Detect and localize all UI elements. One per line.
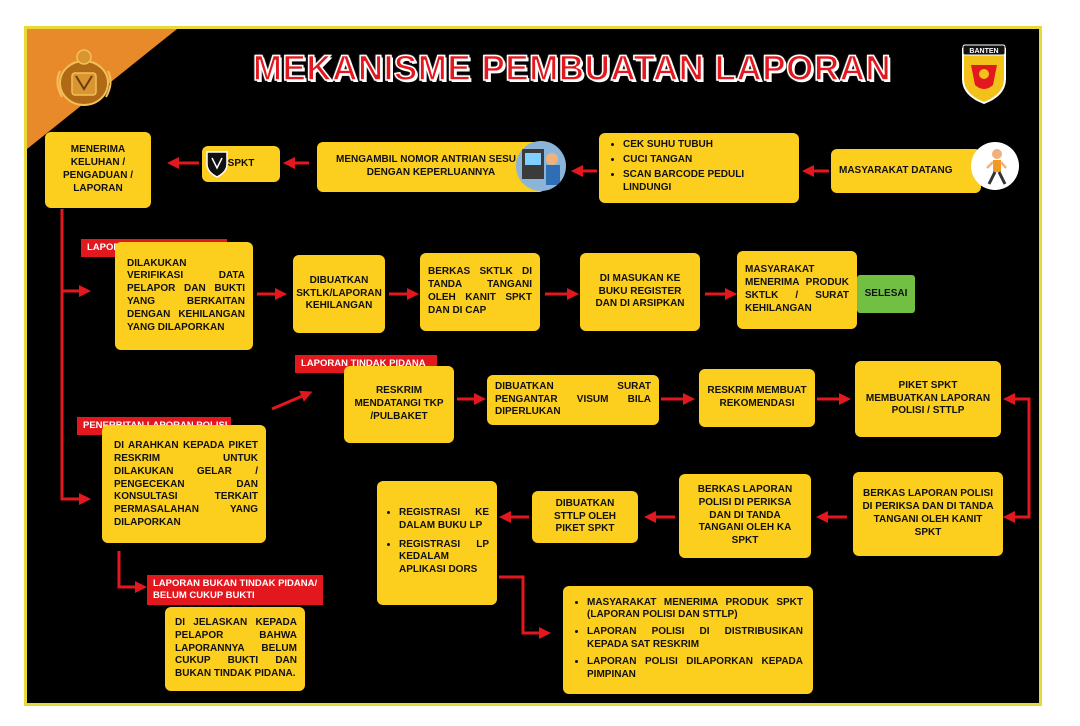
polda-banten-badge-icon: BANTEN (962, 44, 1006, 105)
box-berkas-ka-spkt: BERKAS LAPORAN POLISI DI PERIKSA DAN DI … (679, 474, 811, 558)
box-bukan-pidana: DI JELASKAN KEPADA PELAPOR BAHWA LAPORAN… (165, 607, 305, 691)
reskrim-tkp-text: RESKRIM MENDATANGI TKP /PULBAKET (354, 385, 444, 422)
protokol-item: CEK SUHU TUBUH (623, 139, 791, 152)
spkt-shield-icon (206, 151, 228, 178)
box-masyarakat-datang: MASYARAKAT DATANG (831, 149, 981, 193)
box-berkas-kanit: BERKAS LAPORAN POLISI DI PERIKSA DAN DI … (853, 472, 1003, 556)
box-menerima-keluhan: MENERIMA KELUHAN / PENGADUAN / LAPORAN (45, 132, 151, 208)
menerima-sktlk-text: MASYARAKAT MENERIMA PRODUK SKTLK / SURAT… (745, 264, 849, 314)
police-emblem-icon (56, 49, 112, 106)
box-registrasi: REGISTRASI KE DALAM BUKU LP REGISTRASI L… (377, 481, 497, 605)
walking-person-icon (971, 142, 1019, 190)
verifikasi-text: DILAKUKAN VERIFIKASI DATA PELAPOR DAN BU… (127, 257, 245, 333)
box-menerima-sktlk: MASYARAKAT MENERIMA PRODUK SKTLK / SURAT… (737, 251, 857, 329)
dibuatkan-sktlk-text: DIBUATKAN SKTLK/LAPORAN KEHILANGAN (296, 274, 382, 312)
label-bukan-tindak-pidana: LAPORAN BUKAN TINDAK PIDANA/ BELUM CUKUP… (147, 575, 323, 605)
berkas-ka-spkt-text: BERKAS LAPORAN POLISI DI PERIKSA DAN DI … (697, 484, 793, 547)
rekomendasi-text: RESKRIM MEMBUAT REKOMENDASI (707, 385, 807, 409)
box-rekomendasi: RESKRIM MEMBUAT REKOMENDASI (699, 369, 815, 427)
produk-list: MASYARAKAT MENERIMA PRODUK SPKT (LAPORAN… (575, 597, 803, 684)
box-selesai: SELESAI (857, 275, 915, 313)
box-berkas-sktlk: BERKAS SKTLK DI TANDA TANGANI OLEH KANIT… (420, 253, 540, 331)
menerima-keluhan-text: MENERIMA KELUHAN / PENGADUAN / LAPORAN (62, 144, 133, 194)
penerbitan-text: DI ARAHKAN KEPADA PIKET RESKRIM UNTUK DI… (114, 440, 258, 528)
sttlp-text: DIBUATKAN STTLP OLEH PIKET SPKT (553, 497, 617, 535)
box-sttlp: DIBUATKAN STTLP OLEH PIKET SPKT (532, 491, 638, 543)
buku-register-text: DI MASUKAN KE BUKU REGISTER DAN DI ARSIP… (595, 272, 685, 310)
registrasi-list: REGISTRASI KE DALAM BUKU LP REGISTRASI L… (387, 507, 489, 579)
label-bukan-pidana-line-2: BELUM CUKUP BUKTI (153, 589, 255, 601)
box-penerbitan: DI ARAHKAN KEPADA PIKET RESKRIM UNTUK DI… (102, 425, 266, 543)
protokol-list: CEK SUHU TUBUH CUCI TANGAN SCAN BARCODE … (611, 139, 791, 196)
box-nomor-antrian: MENGAMBIL NOMOR ANTRIAN SESUAI DENGAN KE… (317, 142, 545, 192)
produk-item: LAPORAN POLISI DILAPORKAN KEPADA PIMPINA… (587, 656, 803, 682)
arrow-penerbitan-to-bukan-pidana (117, 551, 147, 593)
page-title: MEKANISME PEMBUATAN LAPORAN (252, 48, 892, 89)
box-reskrim-tkp: RESKRIM MENDATANGI TKP /PULBAKET (344, 366, 454, 443)
diagram-board: MEKANISME PEMBUATAN LAPORAN BANTEN (24, 26, 1042, 706)
box-produk-spkt: MASYARAKAT MENERIMA PRODUK SPKT (LAPORAN… (563, 586, 813, 694)
piket-lp-text: PIKET SPKT MEMBUATKAN LAPORAN POLISI / S… (865, 379, 991, 417)
badge-label: BANTEN (969, 48, 998, 55)
protokol-item: CUCI TANGAN (623, 154, 791, 167)
box-protokol-kesehatan: CEK SUHU TUBUH CUCI TANGAN SCAN BARCODE … (599, 133, 799, 203)
produk-item: LAPORAN POLISI DI DISTRIBUSIKAN KEPADA S… (587, 626, 803, 652)
box-buku-register: DI MASUKAN KE BUKU REGISTER DAN DI ARSIP… (580, 253, 700, 331)
produk-item: MASYARAKAT MENERIMA PRODUK SPKT (LAPORAN… (587, 597, 803, 623)
queue-machine-photo-icon (516, 141, 566, 191)
bukan-pidana-text: DI JELASKAN KEPADA PELAPOR BAHWA LAPORAN… (175, 617, 297, 680)
box-piket-lp: PIKET SPKT MEMBUATKAN LAPORAN POLISI / S… (855, 361, 1001, 437)
arrow-registrasi-to-produk (499, 575, 551, 639)
masyarakat-datang-text: MASYARAKAT DATANG (839, 164, 953, 176)
berkas-sktlk-text: BERKAS SKTLK DI TANDA TANGANI OLEH KANIT… (428, 266, 532, 316)
arrow-penerbitan-to-pidana (271, 390, 313, 411)
spkt-text: SPKT (227, 157, 255, 169)
label-bukan-pidana-line-1: LAPORAN BUKAN TINDAK PIDANA/ (153, 578, 318, 589)
nomor-antrian-text: MENGAMBIL NOMOR ANTRIAN SESUAI DENGAN KE… (336, 154, 526, 178)
visum-text: DIBUATKAN SURAT PENGANTAR VISUM BILA DIP… (495, 380, 651, 418)
box-dibuatkan-sktlk: DIBUATKAN SKTLK/LAPORAN KEHILANGAN (293, 255, 385, 333)
flow-connectors (60, 157, 1031, 639)
box-verifikasi: DILAKUKAN VERIFIKASI DATA PELAPOR DAN BU… (115, 242, 253, 350)
protokol-item: SCAN BARCODE PEDULI LINDUNGI (623, 169, 791, 195)
arrow-trunk-to-penerbitan (60, 209, 91, 505)
selesai-text: SELESAI (864, 287, 908, 299)
registrasi-item: REGISTRASI LP KEDALAM APLIKASI DORS (399, 539, 489, 577)
box-visum: DIBUATKAN SURAT PENGANTAR VISUM BILA DIP… (487, 375, 659, 425)
registrasi-item: REGISTRASI KE DALAM BUKU LP (399, 507, 489, 533)
arrow-piket-to-berkas-kanit (1003, 393, 1031, 523)
berkas-kanit-text: BERKAS LAPORAN POLISI DI PERIKSA DAN DI … (862, 488, 994, 538)
